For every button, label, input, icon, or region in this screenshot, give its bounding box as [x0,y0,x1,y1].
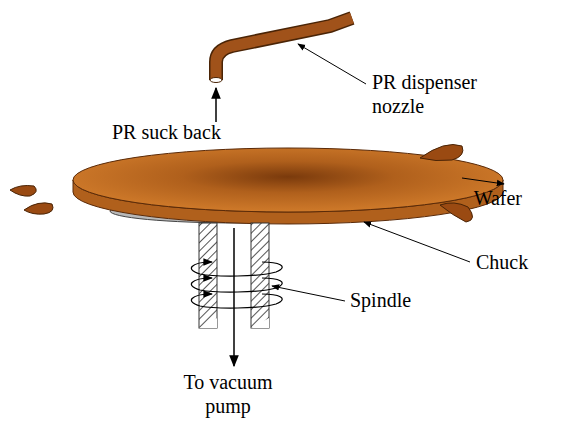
spindle-label: Spindle [350,288,440,312]
chuck-label: Chuck [476,250,556,274]
vacuum-label: To vacuum pump [168,370,288,418]
vacuum-arrow [233,228,235,366]
nozzle-outline [216,18,352,80]
suck-back-label: PR suck back [112,120,282,144]
suck-back-arrow [215,88,217,122]
pr-droplets [10,145,473,223]
nozzle-label: PR dispenser nozzle [372,70,512,118]
wafer-label: Wafer [474,186,522,210]
rotation-arrows [191,262,282,308]
nozzle-tip [210,78,222,83]
dispenser-nozzle [216,18,352,80]
